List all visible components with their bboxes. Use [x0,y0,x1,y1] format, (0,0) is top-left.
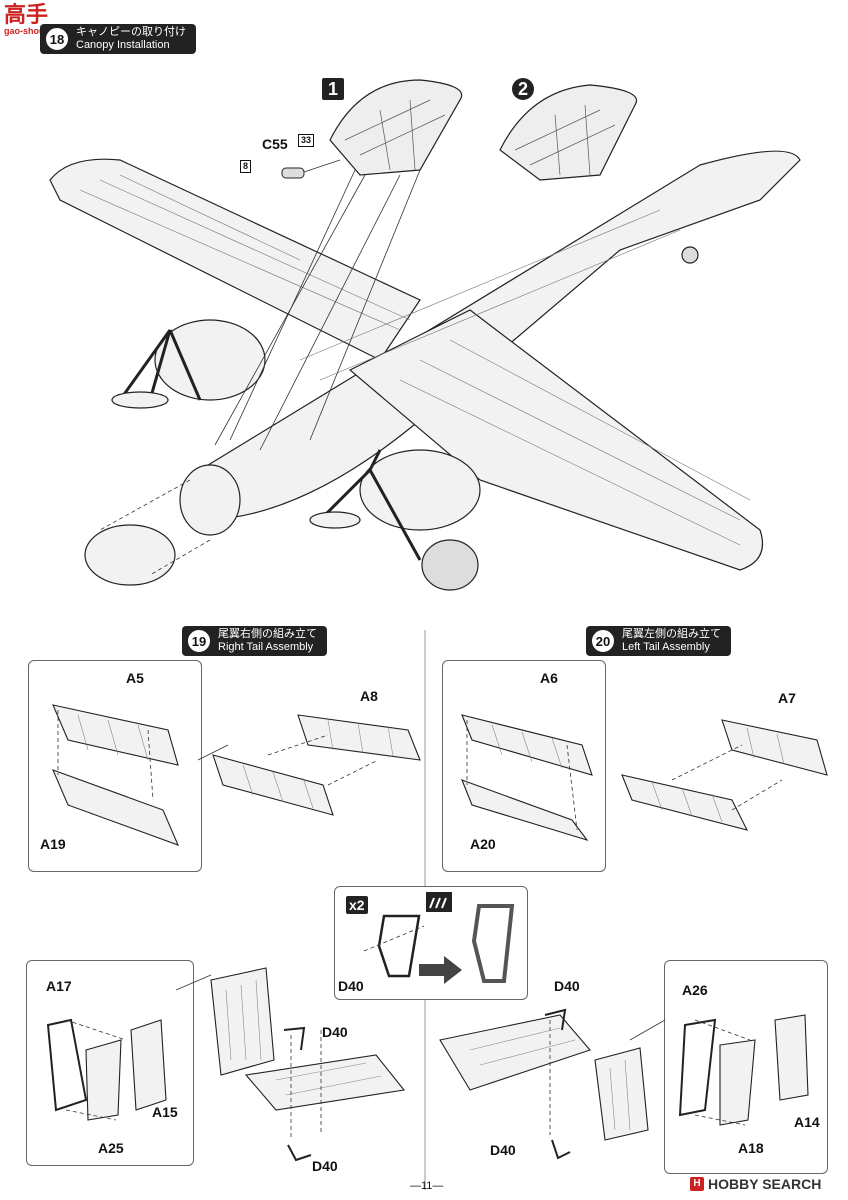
watermark-text: 高手 [4,2,49,27]
tailplane-right-shape [212,754,334,816]
canopy-option-1-badge: 1 [322,78,345,100]
part-a8-label: A8 [360,688,378,704]
step-18-header: 18 キャノピーの取り付け Canopy Installation [40,24,196,54]
brand-watermark: H HOBBY SEARCH [690,1176,821,1192]
part-a5-label: A5 [126,670,144,686]
part-a17-shape [46,1018,88,1112]
arrow-icon [419,956,462,984]
paint-code-33: 33 [298,134,315,147]
canopy-option-2 [499,84,638,181]
step-number: 20 [590,628,616,654]
right-wing-shape [348,309,764,571]
step-title-jp: キャノピーの取り付け [76,26,186,38]
part-c55-label: C55 [262,136,288,152]
part-a18-label: A18 [738,1140,764,1156]
tailplane-right-assembled [244,1054,406,1111]
part-d40-after [471,904,515,983]
right-tail-drawing [51,704,421,846]
page-number: —11— [410,1180,444,1192]
part-a15-label: A15 [152,1104,178,1120]
step-title-jp: 尾翼左側の組み立て [622,628,721,640]
part-a19-label: A19 [40,836,66,852]
propeller-right [318,449,422,561]
propeller-left [118,329,202,401]
part-a20-label: A20 [470,836,496,852]
part-d40-top-label: D40 [322,1024,348,1040]
nose-section [84,524,176,586]
part-c55 [281,167,305,179]
part-d40-bottom-right [287,1144,312,1162]
part-a5-shape [52,704,179,766]
aircraft-illustration [49,79,801,591]
multiplier-badge: x2 [346,896,368,914]
part-a25-shape [85,1039,122,1121]
part-d40-before [377,914,421,978]
part-a18-shape [719,1039,756,1126]
part-a19-shape [51,769,180,846]
step-number: 18 [44,26,70,52]
brand-icon: H [690,1177,704,1191]
step-title-jp: 尾翼右側の組み立て [218,628,317,640]
step-20-header: 20 尾翼左側の組み立て Left Tail Assembly [586,626,731,656]
assembled-fin-left [594,1047,649,1141]
part-a14-shape [774,1014,809,1101]
part-a15-shape [130,1019,167,1111]
part-d40-bottom-left-label: D40 [490,1142,516,1158]
right-fin-drawing [46,967,406,1162]
part-a6-label: A6 [540,670,558,686]
watermark-logo: 高手 gao-shou.com [4,2,66,37]
left-fin-drawing [439,1008,809,1160]
main-wheel [421,539,479,591]
part-a8-shape [297,714,421,761]
step-19-header: 19 尾翼右側の組み立て Right Tail Assembly [182,626,327,656]
step-number: 19 [186,628,212,654]
left-tail-drawing [461,714,828,842]
step-title-en: Right Tail Assembly [218,641,314,653]
part-d40-bottom-left [551,1139,571,1160]
part-d40-top-right [283,1026,306,1051]
step-title-en: Canopy Installation [76,39,170,51]
part-a17-label: A17 [46,978,72,994]
part-a26-label: A26 [682,982,708,998]
part-a20-shape [461,779,589,842]
part-d40-top-left-label: D40 [554,978,580,994]
canopy-option-1 [329,79,463,176]
engine-nacelle-left [154,319,266,401]
part-d40-label: D40 [338,978,364,994]
part-d40-bottom-label: D40 [312,1158,338,1174]
part-d40-top-left [544,1008,567,1031]
part-a7-label: A7 [778,690,796,706]
part-a25-label: A25 [98,1140,124,1156]
engine-nacelle-right [359,449,481,531]
brand-text: HOBBY SEARCH [708,1176,822,1192]
d40-detail-drawing [363,892,515,984]
watermark-url: gao-shou.com [4,26,66,36]
part-a6-shape [461,714,593,776]
tailplane-left-assembled [439,1014,591,1091]
tailplane-left-shape [621,774,749,831]
part-a14-label: A14 [794,1114,820,1130]
assembled-fin-right [210,967,275,1076]
canopy-option-2-badge: 2 [512,78,535,100]
step-title-en: Left Tail Assembly [622,641,710,653]
part-a26-shape [678,1018,717,1117]
paint-code-8: 8 [240,160,252,173]
